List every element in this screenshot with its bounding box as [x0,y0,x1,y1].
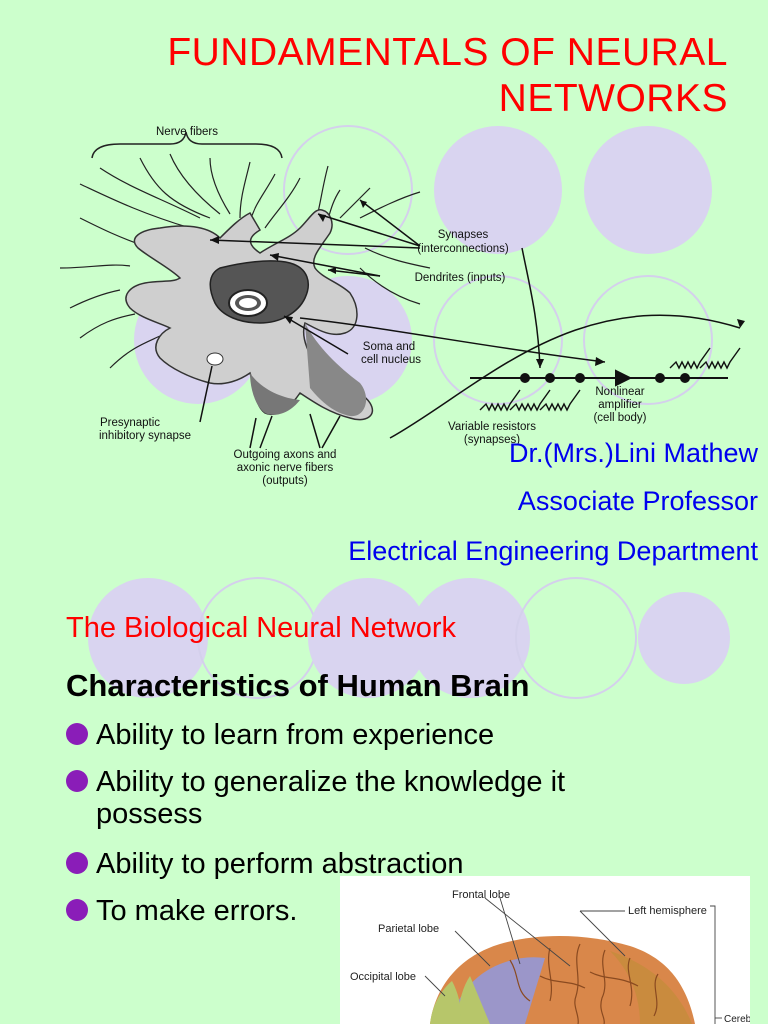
bullet-item: Ability to perform abstraction [66,848,463,880]
slide-biological-network [0,512,768,1024]
label-synapses-resistors: (synapses) [464,434,520,446]
brain-diagram: Frontal lobe Left hemisphere Parietal lo… [340,876,750,1024]
label-dendrites: Dendrites (inputs) [415,272,506,284]
bullet-text: Ability to learn from experience [96,719,495,751]
label-cell-body: (cell body) [593,412,646,424]
label-inhibitory-synapse: inhibitory synapse [99,430,191,442]
label-outgoing-axons: Outgoing axons and [234,449,337,461]
author-department: Electrical Engineering Department [348,536,758,566]
bullet-item: Ability to generalize the knowledge it p… [66,766,565,830]
author-name: Dr.(Mrs.)Lini Mathew [508,438,758,468]
author-position: Associate Professor [517,486,758,512]
label-cerebrum: Cerebrum [724,1014,750,1024]
label-synapses: Synapses [438,229,489,241]
bullet-text: To make errors. [96,895,298,927]
slide-title-text: FUNDAMENTALS OF NEURAL NETWORKS [78,30,728,122]
label-amplifier: amplifier [598,399,642,411]
subheading: Characteristics of Human Brain [66,668,530,703]
label-interconnections: (interconnections) [417,243,509,255]
label-left-hemisphere: Left hemisphere [628,905,707,917]
neuron-diagram: Nerve fibers Synapses (interconnections)… [60,126,745,487]
label-soma: Soma and [363,341,415,353]
title-line-2: NETWORKS [498,77,728,120]
bullet-dot-icon [66,723,88,745]
label-variable-resistors: Variable resistors [448,421,536,433]
title-line-1: FUNDAMENTALS OF NEURAL [167,31,728,74]
slide-title: FUNDAMENTALS OF NEURAL NETWORKS [60,30,758,512]
bullet-item: Ability to learn from experience [66,719,494,751]
bullet-item: To make errors. [66,895,297,927]
bullet-dot-icon [66,899,88,921]
label-outputs: (outputs) [262,475,308,487]
label-occipital-lobe: Occipital lobe [350,971,416,983]
label-frontal-lobe: Frontal lobe [452,889,510,901]
bullet-text: Ability to perform abstraction [96,848,464,880]
bullet-text-continued: possess [96,798,203,830]
label-nonlinear: Nonlinear [595,386,644,398]
label-nerve-fibers: Nerve fibers [156,126,218,138]
label-presynaptic: Presynaptic [100,417,160,429]
label-cell-nucleus: cell nucleus [361,354,421,366]
label-parietal-lobe: Parietal lobe [378,923,439,935]
bullet-dot-icon [66,852,88,874]
label-axonic-fibers: axonic nerve fibers [237,462,334,474]
bullet-dot-icon [66,770,88,792]
decorative-circles-2 [88,577,730,699]
section-heading: The Biological Neural Network [66,612,457,644]
bullet-text: Ability to generalize the knowledge it [96,766,566,798]
